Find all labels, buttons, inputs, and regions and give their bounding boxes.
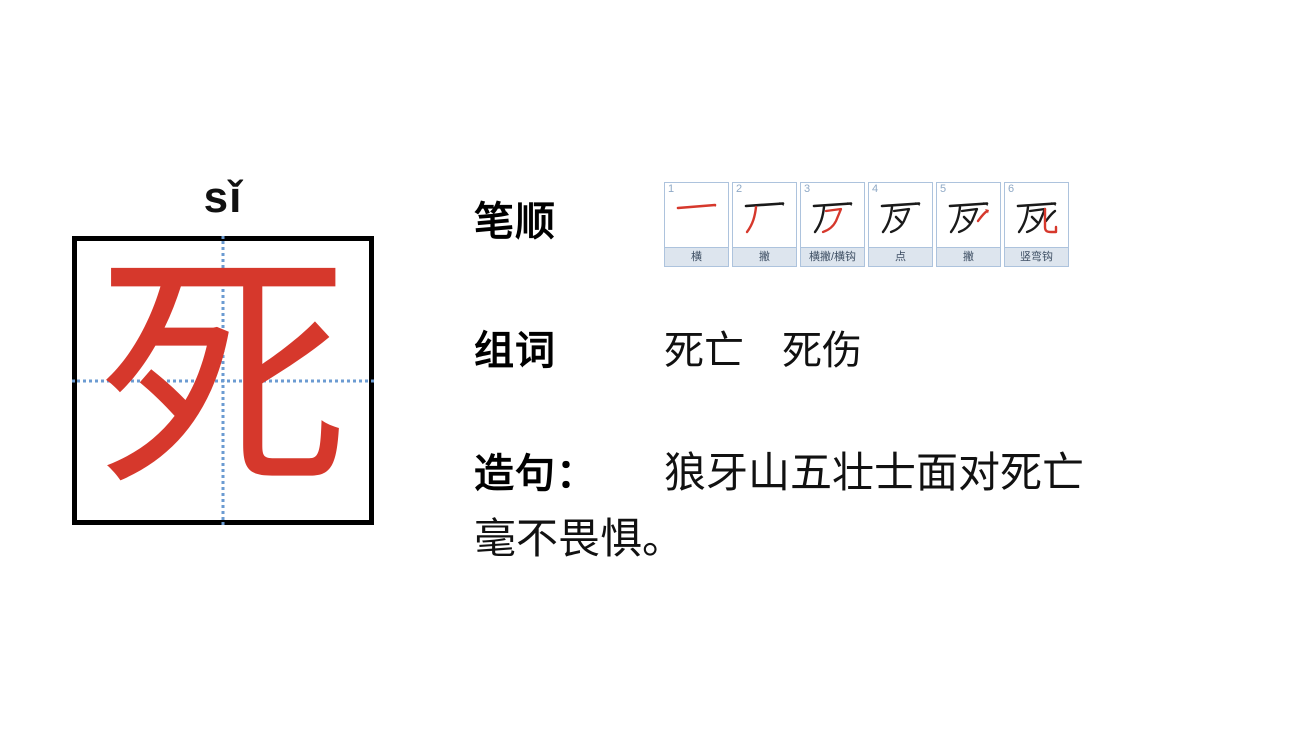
stroke-number: 6 [1008,183,1015,195]
stroke-order-strip: 1 横 2 撇 [664,178,1069,267]
stroke-order-label: 笔顺 [474,200,556,244]
info-panel: 笔顺 1 横 2 [474,178,1254,568]
stroke-art-5: 5 [937,183,1000,247]
stroke-drawing-icon [948,202,989,234]
stroke-name-4: 点 [869,247,932,266]
character-panel: sǐ 死 [72,160,374,525]
stroke-art-2: 2 [733,183,796,247]
stroke-cell-5[interactable]: 5 撇 [936,182,1001,267]
stroke-art-3: 3 [801,183,864,247]
stroke-name-2: 撇 [733,247,796,266]
words-label: 组词 [474,329,556,373]
stroke-cell-6[interactable]: 6 竖弯钩 [1004,182,1069,267]
stroke-drawing-icon [744,202,785,234]
sentence-row: 造句： 狼牙山五壮士面对死亡 毫不畏惧。 [474,443,1254,568]
sentence-text-line-2: 毫不畏惧。 [474,514,685,562]
stroke-number: 1 [668,183,675,195]
stroke-art-1: 1 [665,183,728,247]
sentence-text-line-1: 狼牙山五壮士面对死亡 [664,449,1085,496]
stroke-drawing-icon [812,202,853,234]
sentence-label: 造句： [474,452,597,496]
stroke-number: 2 [736,183,743,195]
sentence-first-line: 造句： 狼牙山五壮士面对死亡 [474,443,1254,503]
words-list: 死亡 死伤 [664,331,862,371]
stroke-cell-2[interactable]: 2 撇 [732,182,797,267]
stroke-cell-1[interactable]: 1 横 [664,182,729,267]
stroke-number: 3 [804,183,811,195]
stroke-name-6: 竖弯钩 [1005,247,1068,266]
words-row: 组词 死亡 死伤 [474,331,1254,371]
stroke-name-3: 横撇/横钩 [801,247,864,266]
stroke-name-5: 撇 [937,247,1000,266]
word-item: 死伤 [782,329,862,373]
stroke-number: 5 [940,183,947,195]
pinyin-text: sǐ [203,173,243,222]
stroke-art-4: 4 [869,183,932,247]
stroke-art-6: 6 [1005,183,1068,247]
stroke-cell-3[interactable]: 3 横撇/横钩 [800,182,865,267]
word-item: 死亡 [664,329,744,373]
stroke-drawing-icon [880,202,921,234]
character-glyph: 死 [96,230,349,524]
stroke-number: 4 [872,183,879,195]
stroke-drawing-icon [676,203,717,210]
stroke-name-1: 横 [665,247,728,266]
stroke-order-row: 笔顺 1 横 2 [474,178,1254,267]
stroke-drawing-icon [1016,202,1058,234]
stroke-cell-4[interactable]: 4 点 [868,182,933,267]
character-grid-box: 死 [72,236,374,525]
